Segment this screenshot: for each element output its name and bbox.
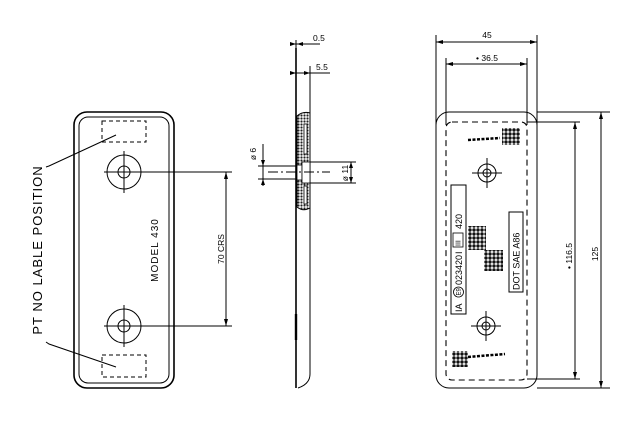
front-hole-bottom [104, 305, 144, 347]
marking-ia: IA [454, 303, 464, 312]
rear-outline [435, 111, 538, 389]
front-hole-top [104, 151, 144, 193]
marking-dot-sae: DOT SAE A86 [512, 233, 522, 290]
side-dim-thickness [290, 66, 330, 92]
dim-0-5-label: 0.5 [313, 33, 325, 43]
front-inner-outline [78, 116, 170, 384]
label-position-top [101, 120, 147, 143]
marking-number: 420 [454, 214, 464, 229]
label-position-bottom [101, 354, 147, 378]
side-lens-section [296, 111, 311, 211]
marking-roman: III [456, 240, 463, 246]
dim-125-label: 125 [590, 247, 600, 261]
dim-36-5-label: • 36.5 [476, 53, 498, 63]
dim-dia-6-label: ø 6 [248, 148, 258, 161]
rear-script-logo-top [467, 136, 501, 142]
dim-5-5-label: 5.5 [316, 62, 328, 72]
side-lens-cavity-top [303, 123, 308, 155]
dim-36-5 [446, 62, 527, 66]
front-view: 70 CRS MODEL 430 PT NO LABLE POSITION [30, 111, 232, 389]
label-position-callout: PT NO LABLE POSITION [30, 165, 45, 334]
dim-116-5 [573, 122, 577, 379]
front-outer-outline [73, 111, 175, 389]
e-mark-circle [453, 286, 464, 298]
rear-hole-top [472, 158, 502, 188]
rear-dot-logo-top [502, 128, 520, 145]
hole-spacing-label: 70 CRS [216, 234, 226, 264]
dim-45-label: 45 [482, 30, 492, 40]
marking-class: I [454, 251, 464, 254]
side-lens-cavity-bottom [303, 185, 308, 205]
marking-code: 023420 [454, 255, 464, 285]
side-dim-hole-small [258, 144, 330, 186]
marking-e-mark: E9 [457, 287, 463, 295]
marking-box-right [508, 211, 524, 293]
marking-roman-box [452, 232, 464, 248]
side-view: 0.5 5.5 ø 6 ø 11 [248, 33, 356, 389]
rear-lens-outline [445, 121, 528, 381]
callout-leader-bottom [45, 341, 117, 368]
rear-script-logo-bottom [467, 352, 506, 359]
dim-125 [599, 112, 603, 388]
rear-reflex-patch-1 [468, 226, 486, 250]
marking-left-text: IA E9 023420 I III 420 [452, 214, 464, 312]
marking-box-left [450, 184, 467, 315]
rear-dot-logo-bottom [452, 351, 468, 367]
dim-dia-11-label: ø 11 [340, 165, 350, 182]
side-dim-top [290, 40, 320, 48]
side-dim-hole-large [310, 161, 356, 184]
callout-leader-top [45, 134, 117, 168]
rear-hole-bottom [471, 311, 501, 341]
rear-reflex-patch-2 [484, 250, 503, 271]
crs-dimension-line [224, 172, 228, 326]
dim-45 [436, 40, 537, 44]
rear-view: 45 • 36.5 125 • 116.5 [435, 30, 610, 389]
model-label: MODEL 430 [150, 218, 161, 282]
dim-116-5-label: • 116.5 [564, 243, 574, 269]
side-front-face [297, 92, 311, 389]
